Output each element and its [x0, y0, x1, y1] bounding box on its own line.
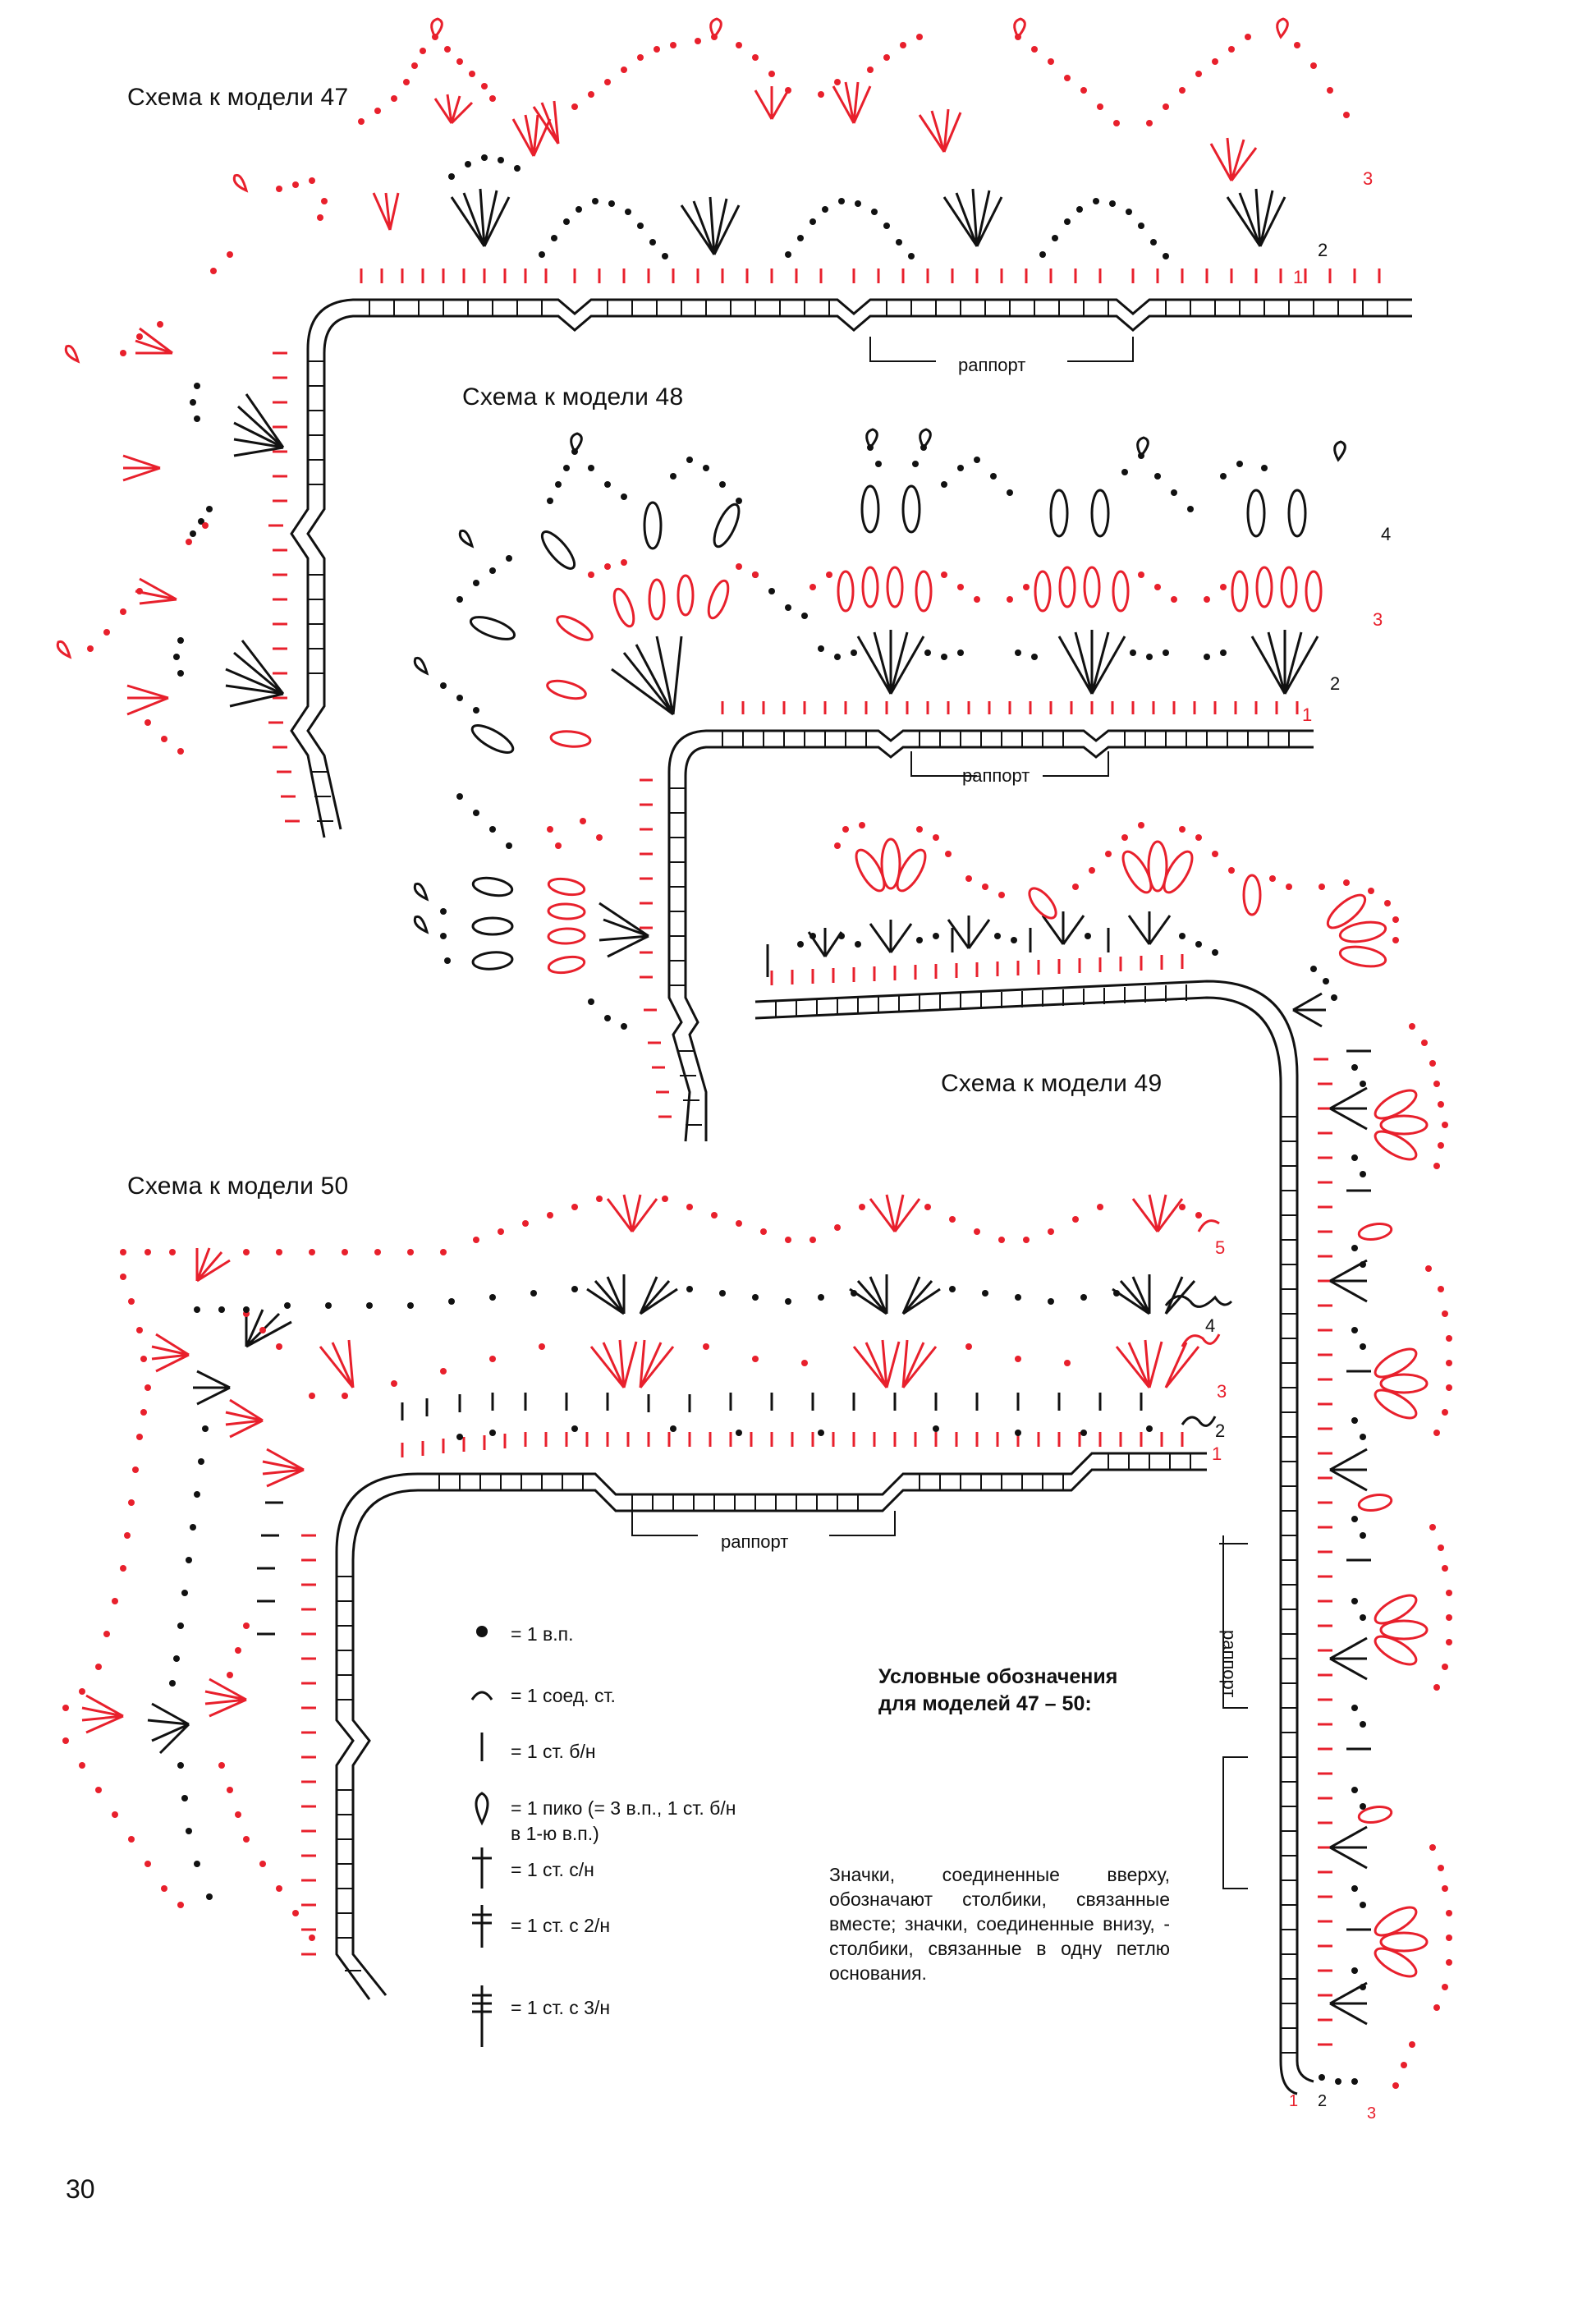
svg-text:1: 1 — [1293, 267, 1303, 287]
legend-symbols — [470, 1626, 493, 2047]
legend-single-crochet: = 1 ст. б/н — [511, 1741, 596, 1762]
foundation-rungs-47 — [308, 300, 1388, 822]
svg-text:4: 4 — [1205, 1315, 1215, 1336]
diagram-model-48: 4 3 2 1 — [413, 428, 1391, 1142]
svg-text:1: 1 — [1289, 2092, 1298, 2110]
picot-loop-icon — [475, 1792, 489, 1826]
page-number: 30 — [66, 2174, 95, 2204]
svg-text:2: 2 — [1318, 2092, 1327, 2110]
title-model-48: Схема к модели 48 — [462, 383, 684, 411]
treble-crochet-icon — [472, 1905, 492, 1948]
svg-text:1: 1 — [1212, 1443, 1222, 1464]
legend-picot-line2: в 1-ю в.п.) — [511, 1823, 599, 1844]
legend-treble-crochet: = 1 ст. с 2/н — [511, 1915, 611, 1936]
svg-text:2: 2 — [1330, 673, 1340, 694]
legend-heading-line2: для моделей 47 – 50: — [878, 1692, 1092, 1715]
legend-triple-treble: = 1 ст. с 3/н — [511, 1997, 611, 2018]
svg-text:3: 3 — [1367, 2104, 1376, 2123]
svg-text:3: 3 — [1363, 168, 1373, 189]
double-crochet-icon — [472, 1847, 492, 1889]
legend-note: Значки, соединенные вверху, обозначают с… — [829, 1864, 1170, 1984]
slip-stitch-arc-icon — [470, 1691, 493, 1700]
diagram-model-47: 3 2 1 — [56, 17, 1412, 838]
svg-text:3: 3 — [1373, 609, 1383, 630]
svg-text:2: 2 — [1318, 240, 1328, 260]
svg-text:1: 1 — [1302, 705, 1312, 725]
svg-text:5: 5 — [1215, 1237, 1225, 1258]
triple-treble-icon — [472, 1985, 492, 2047]
legend-heading-line1: Условные обозначения — [878, 1665, 1118, 1688]
chain-stitch-dot-icon — [476, 1626, 488, 1637]
title-model-50: Схема к модели 50 — [127, 1173, 349, 1200]
legend-double-crochet: = 1 ст. с/н — [511, 1859, 594, 1880]
legend-picot: = 1 пико (= 3 в.п., 1 ст. б/н — [511, 1797, 736, 1819]
legend-chain-stitch: = 1 в.п. — [511, 1623, 574, 1645]
svg-text:2: 2 — [1215, 1420, 1225, 1441]
svg-text:4: 4 — [1381, 524, 1391, 544]
title-model-47: Схема к модели 47 — [127, 84, 349, 111]
rapport-label-50: раппорт — [721, 1531, 789, 1552]
rapport-label-47: раппорт — [958, 355, 1026, 375]
title-model-49: Схема к модели 49 — [941, 1070, 1163, 1097]
legend-slip-stitch: = 1 соед. ст. — [511, 1685, 616, 1706]
diagram-model-50: 5 4 3 2 1 — [62, 1194, 1233, 2000]
diagram-model-49: 1 2 3 — [754, 822, 1452, 2123]
svg-text:3: 3 — [1217, 1381, 1227, 1402]
